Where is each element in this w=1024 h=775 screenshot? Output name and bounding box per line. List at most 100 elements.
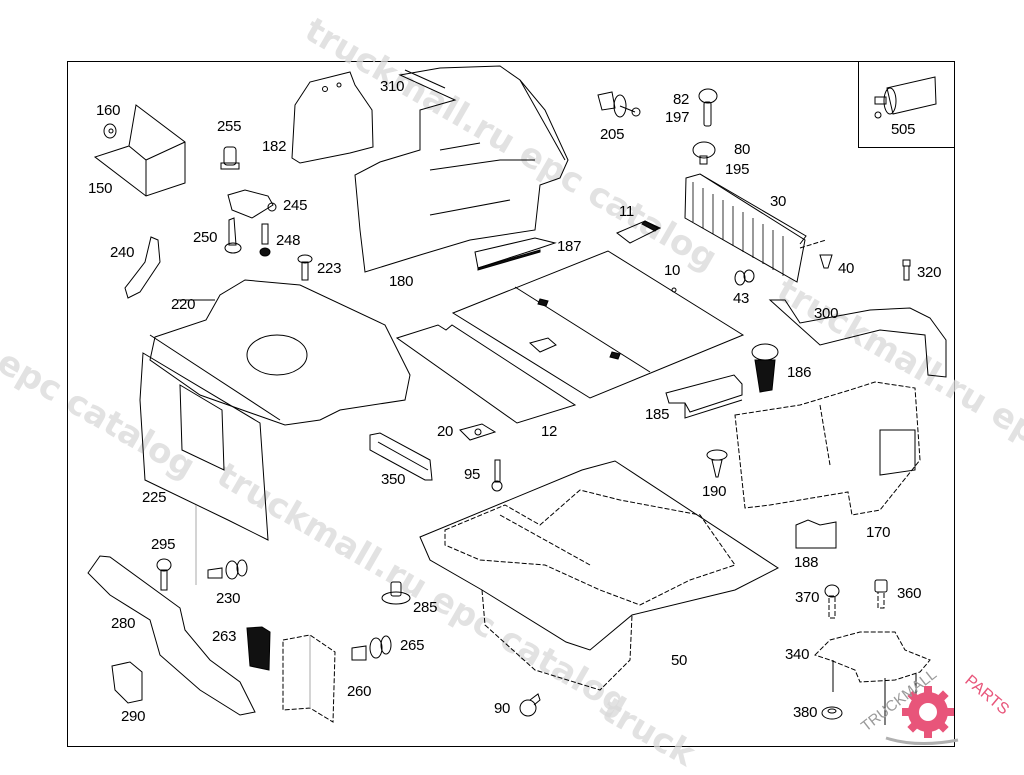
part-20-clip <box>459 423 497 441</box>
callout-250[interactable]: 250 <box>193 229 218 246</box>
part-245-latch <box>227 189 277 219</box>
part-370-bolt <box>824 584 840 619</box>
part-11-clip <box>616 220 662 244</box>
part-160-washer <box>103 123 117 139</box>
part-90-clip <box>519 693 541 717</box>
part-95-pin <box>491 459 503 492</box>
part-40-clip <box>819 254 833 269</box>
part-190-clip <box>706 449 728 478</box>
callout-50[interactable]: 50 <box>671 652 688 669</box>
callout-220[interactable]: 220 <box>171 296 196 313</box>
callout-263[interactable]: 263 <box>212 628 237 645</box>
callout-285[interactable]: 285 <box>413 599 438 616</box>
callout-186[interactable]: 186 <box>787 364 812 381</box>
callout-320[interactable]: 320 <box>917 264 942 281</box>
part-185-bracket <box>665 374 743 419</box>
part-265-bolt <box>351 635 392 661</box>
part-295-bolt <box>156 558 172 591</box>
callout-295[interactable]: 295 <box>151 536 176 553</box>
callout-195[interactable]: 195 <box>725 161 750 178</box>
callout-185[interactable]: 185 <box>645 406 670 423</box>
part-197-bolt <box>698 88 718 127</box>
callout-197[interactable]: 197 <box>665 109 690 126</box>
callout-225[interactable]: 225 <box>142 489 167 506</box>
parts-line-art <box>87 65 947 725</box>
part-280-rail <box>87 555 256 716</box>
callout-370[interactable]: 370 <box>795 589 820 606</box>
callout-40[interactable]: 40 <box>838 260 855 277</box>
callout-260[interactable]: 260 <box>347 683 372 700</box>
callout-10[interactable]: 10 <box>664 262 681 279</box>
part-50-trunk-tub <box>419 460 779 691</box>
callout-20[interactable]: 20 <box>437 423 454 440</box>
part-186-clip <box>751 343 779 393</box>
part-263-pad <box>246 626 271 671</box>
part-30-tray <box>684 173 827 283</box>
callout-190[interactable]: 190 <box>702 483 727 500</box>
callout-188[interactable]: 188 <box>794 554 819 571</box>
callout-280[interactable]: 280 <box>111 615 136 632</box>
part-225-panel <box>139 352 269 585</box>
part-223-clip <box>297 254 313 281</box>
part-255-fastener <box>220 146 240 170</box>
part-170-panel <box>734 381 921 516</box>
callout-255[interactable]: 255 <box>217 118 242 135</box>
callout-43[interactable]: 43 <box>733 290 750 307</box>
part-300-strip <box>768 299 947 378</box>
inset-box-505 <box>858 61 955 148</box>
part-380-washer <box>821 706 843 720</box>
callout-90[interactable]: 90 <box>494 700 511 717</box>
part-180-side-trim <box>354 65 569 273</box>
part-220-shelf <box>149 279 411 426</box>
part-240-bracket <box>124 236 161 299</box>
part-43-clip <box>734 269 755 286</box>
part-230-bolt <box>207 559 248 580</box>
part-182-panel <box>291 71 374 164</box>
callout-340[interactable]: 340 <box>785 646 810 663</box>
part-248-stud <box>259 223 271 257</box>
part-360-bolt <box>874 579 888 609</box>
diagram-frame <box>67 61 955 747</box>
callout-205[interactable]: 205 <box>600 126 625 143</box>
callout-180[interactable]: 180 <box>389 273 414 290</box>
callout-300[interactable]: 300 <box>814 305 839 322</box>
part-187-strip <box>474 237 557 271</box>
callout-80[interactable]: 80 <box>734 141 751 158</box>
callout-265[interactable]: 265 <box>400 637 425 654</box>
callout-380[interactable]: 380 <box>793 704 818 721</box>
logo-text-parts: PARTS <box>961 672 1012 718</box>
callout-223[interactable]: 223 <box>317 260 342 277</box>
part-320-pin <box>902 259 911 281</box>
callout-240[interactable]: 240 <box>110 244 135 261</box>
part-188-bracket <box>795 519 837 549</box>
part-205-rivet <box>597 91 641 118</box>
callout-505[interactable]: 505 <box>891 121 916 138</box>
part-260-bracket <box>282 634 336 723</box>
callout-160[interactable]: 160 <box>96 102 121 119</box>
part-195-clip <box>692 141 716 165</box>
part-10-floor-panel <box>451 250 745 399</box>
callout-82[interactable]: 82 <box>673 91 690 108</box>
callout-182[interactable]: 182 <box>262 138 287 155</box>
callout-187[interactable]: 187 <box>557 238 582 255</box>
callout-230[interactable]: 230 <box>216 590 241 607</box>
part-150-bracket <box>93 104 186 197</box>
part-350-rail <box>369 432 433 481</box>
truckmall-parts-logo: TRUCKMALL PARTS <box>858 666 1012 746</box>
callout-245[interactable]: 245 <box>283 197 308 214</box>
callout-12[interactable]: 12 <box>541 423 558 440</box>
callout-248[interactable]: 248 <box>276 232 301 249</box>
part-250-screw <box>224 217 242 254</box>
callout-310[interactable]: 310 <box>380 78 405 95</box>
callout-11[interactable]: 11 <box>619 203 634 220</box>
callout-150[interactable]: 150 <box>88 180 113 197</box>
callout-30[interactable]: 30 <box>770 193 787 210</box>
part-12-floor-cover <box>395 324 577 424</box>
callout-290[interactable]: 290 <box>121 708 146 725</box>
callout-95[interactable]: 95 <box>464 466 481 483</box>
callout-170[interactable]: 170 <box>866 524 891 541</box>
callout-360[interactable]: 360 <box>897 585 922 602</box>
part-505-tube <box>874 76 937 119</box>
callout-350[interactable]: 350 <box>381 471 406 488</box>
part-290-clip <box>111 661 143 704</box>
